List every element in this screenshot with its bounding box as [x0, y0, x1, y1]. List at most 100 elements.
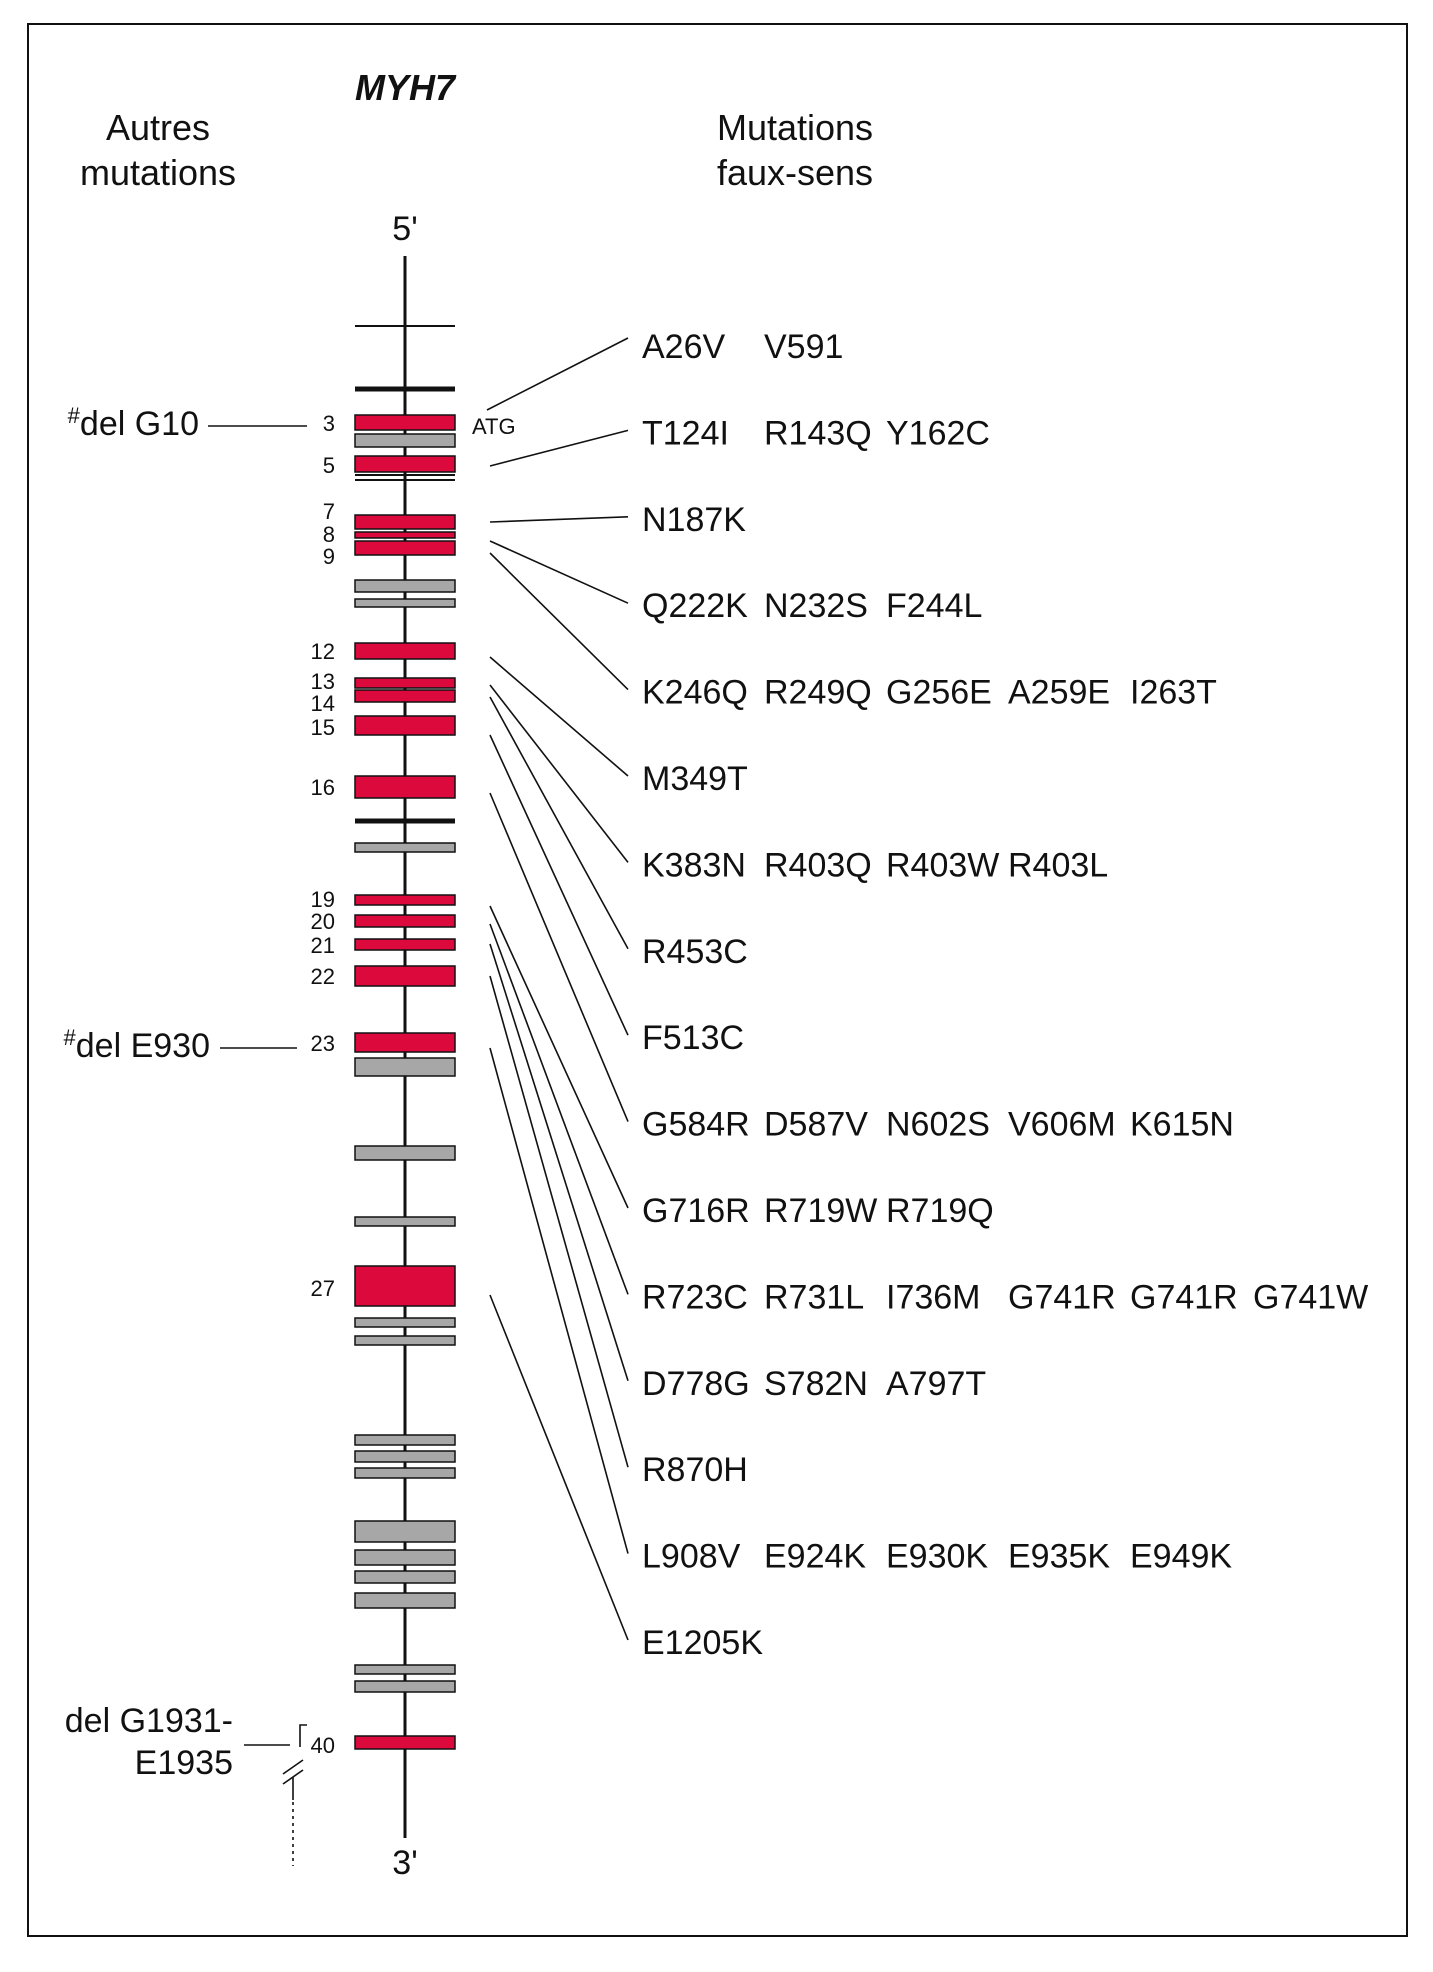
exon-number-23: 23	[311, 1031, 335, 1056]
mutated-exon	[354, 689, 456, 703]
missense-mutation: R870H	[642, 1451, 748, 1489]
exon-number-7: 7	[323, 499, 335, 524]
leader-line-exon-8	[489, 540, 629, 604]
leader-line-exon-23	[489, 1047, 629, 1554]
exon-number-27: 27	[311, 1276, 335, 1301]
other-mutation: #del E930	[64, 1025, 210, 1065]
mutated-exon	[354, 1265, 456, 1307]
mutated-exon	[354, 894, 456, 906]
leader-line-exon-9	[489, 552, 629, 691]
missense-mutation: E1205K	[642, 1624, 763, 1662]
missense-mutation: A26V	[642, 328, 725, 366]
missense-mutation: Y162C	[886, 414, 990, 452]
leader-line-exon-22	[489, 975, 629, 1468]
missense-mutation: E924K	[764, 1538, 866, 1576]
exon-number-3: 3	[323, 411, 335, 436]
exon	[354, 1549, 456, 1566]
exon-number-21: 21	[311, 933, 335, 958]
left-header-line-1: Autres	[106, 107, 210, 148]
mutated-exon	[354, 914, 456, 928]
missense-mutation: F513C	[642, 1019, 744, 1057]
leader-line-exon-21	[489, 943, 629, 1382]
missense-mutation: E935K	[1008, 1538, 1110, 1576]
mutated-exon	[354, 677, 456, 689]
leader-line-exon-27	[489, 1294, 629, 1641]
missense-mutation: T124I	[642, 414, 729, 452]
exon-number-8: 8	[323, 522, 335, 547]
missense-mutation: R249Q	[764, 674, 872, 712]
leader-line-exon-12	[489, 656, 629, 777]
mutated-exon	[354, 414, 456, 431]
mutated-exon	[354, 514, 456, 530]
missense-mutation: R403Q	[764, 846, 872, 884]
missense-mutation: R143Q	[764, 414, 872, 452]
mutated-exon	[354, 1735, 456, 1750]
exon	[354, 579, 456, 593]
mutated-exon	[354, 1032, 456, 1053]
missense-mutation: R731L	[764, 1278, 864, 1316]
five-prime-label: 5'	[392, 210, 417, 248]
missense-mutation: V591	[764, 328, 843, 366]
missense-mutation: M349T	[642, 760, 748, 798]
leader-line-exon-7	[489, 516, 629, 523]
exon	[354, 1520, 456, 1543]
right-header-line-2: faux-sens	[717, 152, 873, 193]
missense-mutation: K246Q	[642, 674, 748, 712]
exon-number-9: 9	[323, 544, 335, 569]
mutated-exon	[354, 455, 456, 473]
exon	[354, 1317, 456, 1328]
other-mutation: #del G10	[68, 403, 199, 443]
mutated-exon	[354, 965, 456, 987]
exon	[354, 842, 456, 853]
exon	[354, 1216, 456, 1227]
missense-mutation: A797T	[886, 1365, 986, 1403]
missense-mutation: G741W	[1253, 1278, 1368, 1316]
exon	[354, 1450, 456, 1463]
exon-blocks	[354, 414, 456, 1750]
exon-number-5: 5	[323, 453, 335, 478]
missense-mutation: R723C	[642, 1278, 748, 1316]
three-prime-label: 3'	[392, 1844, 417, 1882]
missense-mutation: R719W	[764, 1192, 877, 1230]
leader-line-exon-20	[489, 923, 629, 1295]
exon-number-12: 12	[311, 639, 335, 664]
missense-mutation: G741R	[1008, 1278, 1116, 1316]
missense-mutation: D778G	[642, 1365, 750, 1403]
exon	[354, 1570, 456, 1584]
exon	[354, 1664, 456, 1675]
exon	[354, 1680, 456, 1693]
missense-mutation: G584R	[642, 1106, 750, 1144]
missense-mutation: R403L	[1008, 846, 1108, 884]
leader-line-exon-14	[489, 696, 629, 950]
missense-mutation: D587V	[764, 1106, 868, 1144]
missense-mutation: N232S	[764, 587, 868, 625]
gene-title: MYH7	[355, 67, 457, 108]
exon	[354, 1335, 456, 1346]
exon-number-14: 14	[311, 691, 335, 716]
missense-mutation: E949K	[1130, 1538, 1232, 1576]
exon-number-13: 13	[311, 669, 335, 694]
exon	[354, 433, 456, 448]
intron-ticks	[355, 325, 455, 1344]
missense-mutation: N187K	[642, 501, 746, 539]
other-mutations-list: #del G10 #del E930 del G1931- E1935	[64, 403, 307, 1782]
exon-number-20: 20	[311, 909, 335, 934]
missense-mutation: K383N	[642, 846, 746, 884]
missense-mutation: N602S	[886, 1106, 990, 1144]
leader-line-exon-15	[489, 734, 629, 1036]
missense-mutation: G741R	[1130, 1278, 1238, 1316]
missense-mutation: R719Q	[886, 1192, 994, 1230]
exon	[354, 1434, 456, 1446]
missense-mutation: L908V	[642, 1538, 741, 1576]
other-mutation: E1935	[135, 1744, 233, 1782]
leader-line-exon-19	[489, 905, 629, 1209]
exon	[354, 1592, 456, 1609]
mutated-exon	[354, 642, 456, 660]
missense-mutation: I263T	[1130, 674, 1217, 712]
exon	[354, 1057, 456, 1077]
missense-mutation: G256E	[886, 674, 992, 712]
other-mutation: del G1931-	[65, 1702, 233, 1740]
